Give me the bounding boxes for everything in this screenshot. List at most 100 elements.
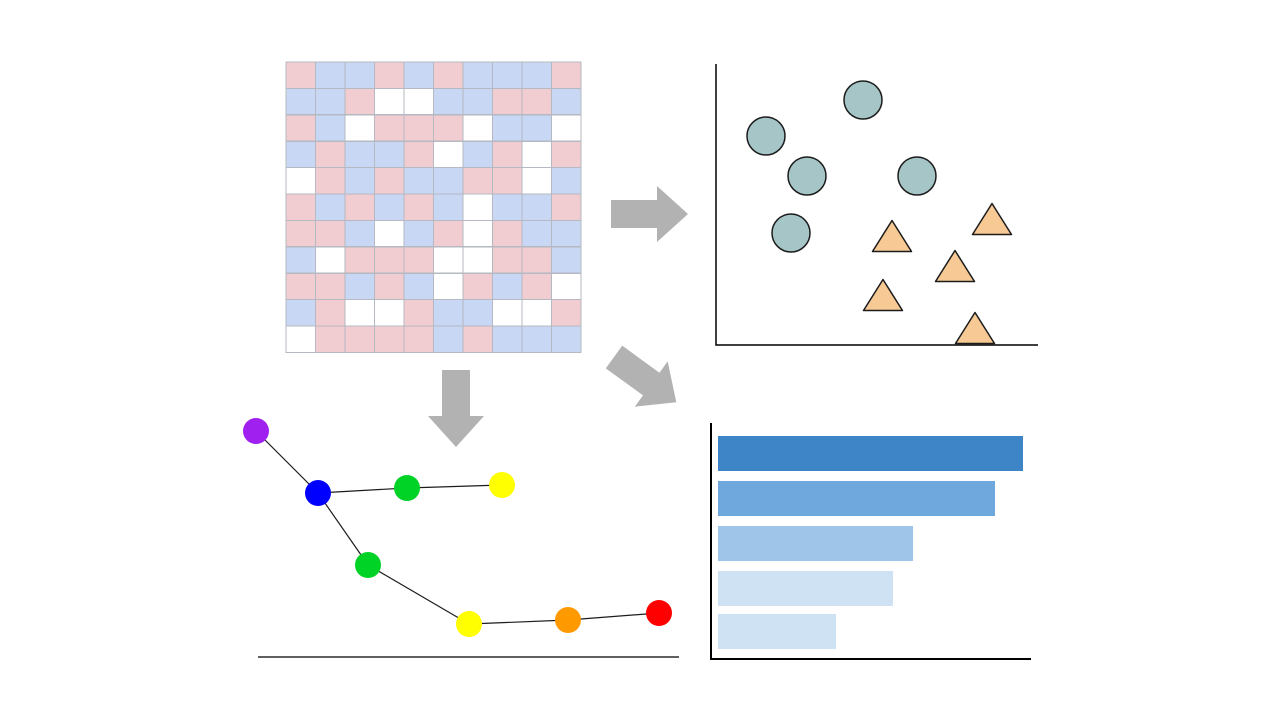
scatter-triangle-marker [954,311,996,345]
matrix-cell [550,325,582,353]
matrix-cell [403,219,435,248]
matrix-cell [373,219,405,248]
matrix-cell [521,272,553,301]
transform-arrows [428,186,688,447]
matrix-cell [521,246,553,274]
matrix-cell [285,246,317,274]
graph-edge [367,564,470,625]
matrix-cell [373,299,405,327]
matrix-cell [344,87,376,116]
matrix-cell [521,299,553,327]
scatter-circle-marker [746,116,786,156]
matrix-cell [521,61,553,89]
graph-node [394,475,420,501]
matrix-cell [314,61,346,89]
matrix-cell [285,299,317,327]
matrix-cell [432,299,464,327]
matrix-cell [314,193,346,221]
matrix-cell [344,61,376,89]
matrix-cell [285,272,317,301]
matrix-cell [550,219,582,248]
bar-chart [710,423,1031,660]
matrix-cell [403,299,435,327]
matrix-cell [432,193,464,221]
scatter-plot [715,64,1038,346]
matrix-cell [432,114,464,142]
node-link-graph [243,418,679,658]
graph-edge [255,430,319,494]
matrix-cell [403,61,435,89]
scatter-triangle-marker [862,278,904,312]
graph-edge [567,612,660,621]
matrix-cell [491,246,523,274]
matrix-cell [521,325,553,353]
matrix-cell [344,114,376,142]
scatter-triangle-marker [934,249,976,283]
matrix-cell [403,193,435,221]
matrix-cell [462,140,494,169]
matrix-cell [550,140,582,169]
matrix-cell [285,140,317,169]
matrix-cell [403,246,435,274]
matrix-cell [403,325,435,353]
matrix-cell [432,140,464,169]
matrix-cell [462,87,494,116]
matrix-cell [491,140,523,169]
matrix-cell [491,272,523,301]
matrix-cell [373,61,405,89]
matrix-cell [373,87,405,116]
matrix-cell [314,325,346,353]
matrix-cell [403,114,435,142]
bar [718,481,995,516]
graph-node [243,418,269,444]
matrix-cell [314,299,346,327]
matrix-cell [285,325,317,353]
matrix-cell [373,272,405,301]
matrix-cell [285,114,317,142]
matrix-cell [314,272,346,301]
matrix-cell [550,167,582,195]
matrix-cell [432,325,464,353]
graph-node [305,480,331,506]
matrix-cell [550,87,582,116]
graph-edge [406,484,503,489]
matrix-cell [314,246,346,274]
matrix-cell [403,167,435,195]
matrix-cell [314,114,346,142]
graph-edge [317,487,408,494]
matrix-cell [314,219,346,248]
matrix-cell [314,87,346,116]
matrix-cell [344,299,376,327]
matrix-cell [462,299,494,327]
arrow-to-bar-chart [605,345,677,407]
graph-edge [317,492,369,566]
matrix-cell [373,167,405,195]
arrow-to-scatter [611,186,688,242]
matrix-cell [462,246,494,274]
bar [718,614,836,649]
bar [718,571,893,606]
scatter-circle-marker [787,156,827,196]
scatter-triangle-marker [971,202,1013,236]
matrix-cell [344,193,376,221]
matrix-cell [373,246,405,274]
matrix-cell [491,219,523,248]
matrix-cell [285,167,317,195]
matrix-cell [462,114,494,142]
bar-chart-axes [710,423,1031,660]
matrix-cell [344,219,376,248]
matrix-cell [491,325,523,353]
matrix-cell [521,87,553,116]
matrix-cell [521,193,553,221]
matrix-cell [285,61,317,89]
graph-node [456,611,482,637]
graph-edge [468,619,569,625]
arrow-to-graph [428,370,484,447]
matrix-cell [491,167,523,195]
graph-node [646,600,672,626]
scatter-axes [715,64,1038,346]
matrix-cell [285,87,317,116]
matrix-cell [373,193,405,221]
